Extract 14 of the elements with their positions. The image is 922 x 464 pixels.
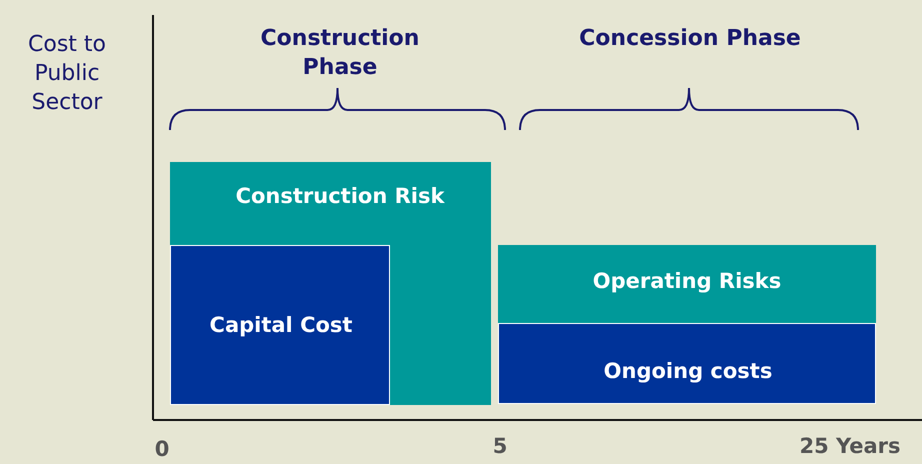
cost-box	[170, 162, 491, 405]
cost-box	[170, 245, 390, 405]
box-label: Capital Cost	[208, 312, 354, 339]
phase-heading: Construction Phase	[260, 25, 420, 82]
axis-title: Cost to Public Sector	[27, 31, 107, 117]
cost-box	[498, 245, 876, 323]
cost-box	[498, 323, 876, 404]
phase-heading: Concession Phase	[578, 25, 802, 53]
box-label: Ongoing costs	[602, 358, 774, 385]
axis-tick-label: 0	[154, 436, 170, 463]
axis-tick-label: 25 Years	[798, 433, 902, 460]
box-label: Construction Risk	[234, 183, 446, 210]
box-label: Operating Risks	[592, 268, 782, 295]
axis-tick-label: 5	[492, 433, 508, 460]
